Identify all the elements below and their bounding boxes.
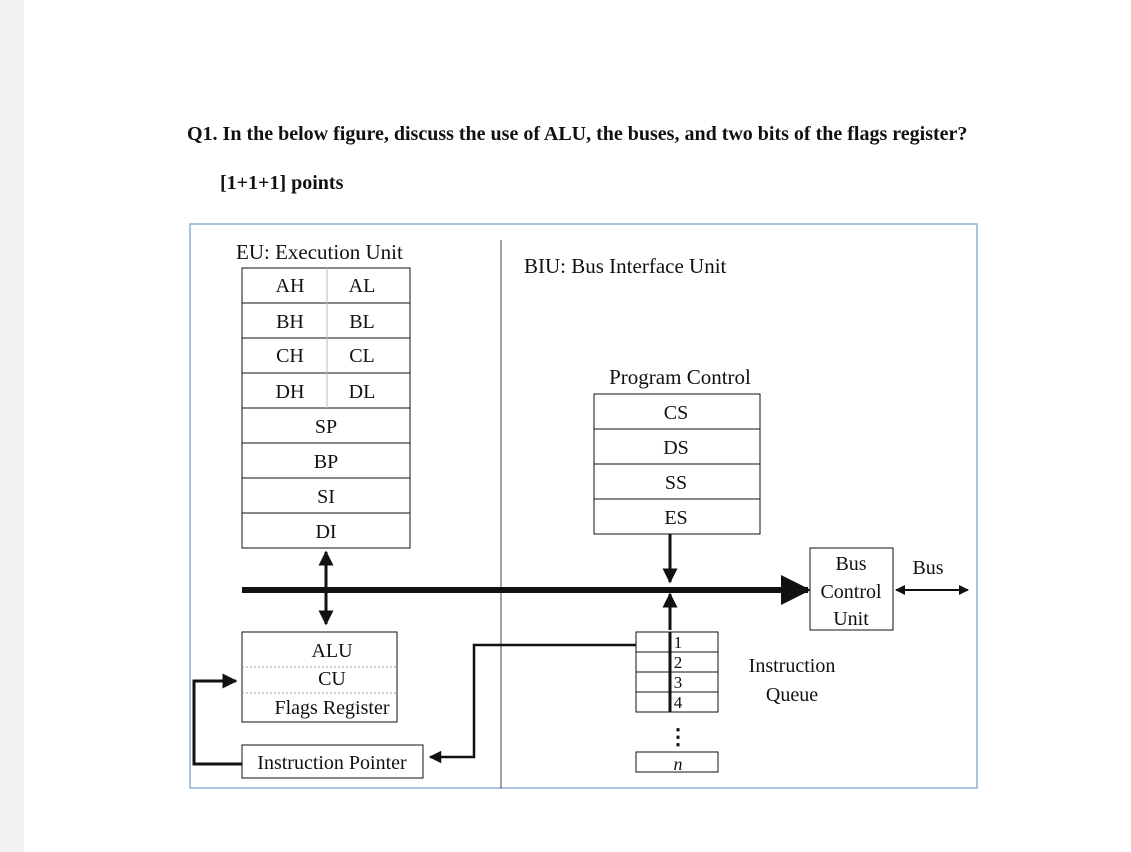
cu-label: CU (318, 668, 346, 690)
register-al: AL (349, 275, 376, 297)
alu-label: ALU (311, 640, 353, 662)
segment-ds: DS (663, 437, 689, 459)
ip-to-cu-arrow (192, 673, 242, 766)
queue-ellipsis: ⋮ (667, 724, 689, 749)
register-ah: AH (276, 275, 305, 297)
register-bl: BL (349, 311, 375, 333)
bus-control-line-2: Control (820, 581, 882, 603)
biu-title: BIU: Bus Interface Unit (524, 254, 727, 278)
instruction-queue-label-line-1: Instruction (749, 655, 836, 677)
instruction-pointer-label: Instruction Pointer (257, 752, 407, 774)
segment-es: ES (664, 507, 687, 529)
register-sp: SP (315, 416, 337, 438)
question-text: Q1. In the below figure, discuss the use… (187, 123, 968, 145)
register-bh: BH (276, 311, 304, 333)
register-dh: DH (276, 381, 305, 403)
bus-control-line-3: Unit (833, 608, 869, 630)
general-registers: AH AL BH BL CH CL DH DL SP BP SI DI (241, 267, 411, 549)
segment-registers: CS DS SS ES (593, 393, 761, 535)
segment-ss: SS (665, 472, 687, 494)
instruction-queue-label-line-2: Queue (766, 684, 818, 706)
queue-to-ip-arrow (428, 643, 636, 764)
queue-slot-2: 2 (674, 653, 683, 672)
register-bp: BP (314, 451, 338, 473)
segment-cs: CS (664, 402, 688, 424)
register-dl: DL (349, 381, 376, 403)
flags-register-label: Flags Register (275, 697, 390, 719)
program-control-title: Program Control (609, 365, 751, 389)
register-ch: CH (276, 345, 304, 367)
queue-slot-4: 4 (674, 693, 683, 712)
instruction-queue: 1 2 3 4 ⋮ n (635, 631, 719, 774)
alu-cu-flags-block: ALU CU Flags Register (241, 631, 398, 723)
queue-slot-1: 1 (674, 633, 683, 652)
register-di: DI (315, 521, 336, 543)
external-bus-label: Bus (912, 557, 943, 579)
eu-title: EU: Execution Unit (236, 240, 403, 264)
register-si: SI (317, 486, 335, 508)
queue-slot-3: 3 (674, 673, 683, 692)
bus-control-line-1: Bus (835, 553, 866, 575)
question-points: [1+1+1] points (220, 172, 344, 194)
register-cl: CL (349, 345, 375, 367)
queue-slot-n: n (674, 754, 683, 774)
bus-control-unit-box (809, 547, 894, 631)
instruction-pointer-box (241, 744, 424, 779)
